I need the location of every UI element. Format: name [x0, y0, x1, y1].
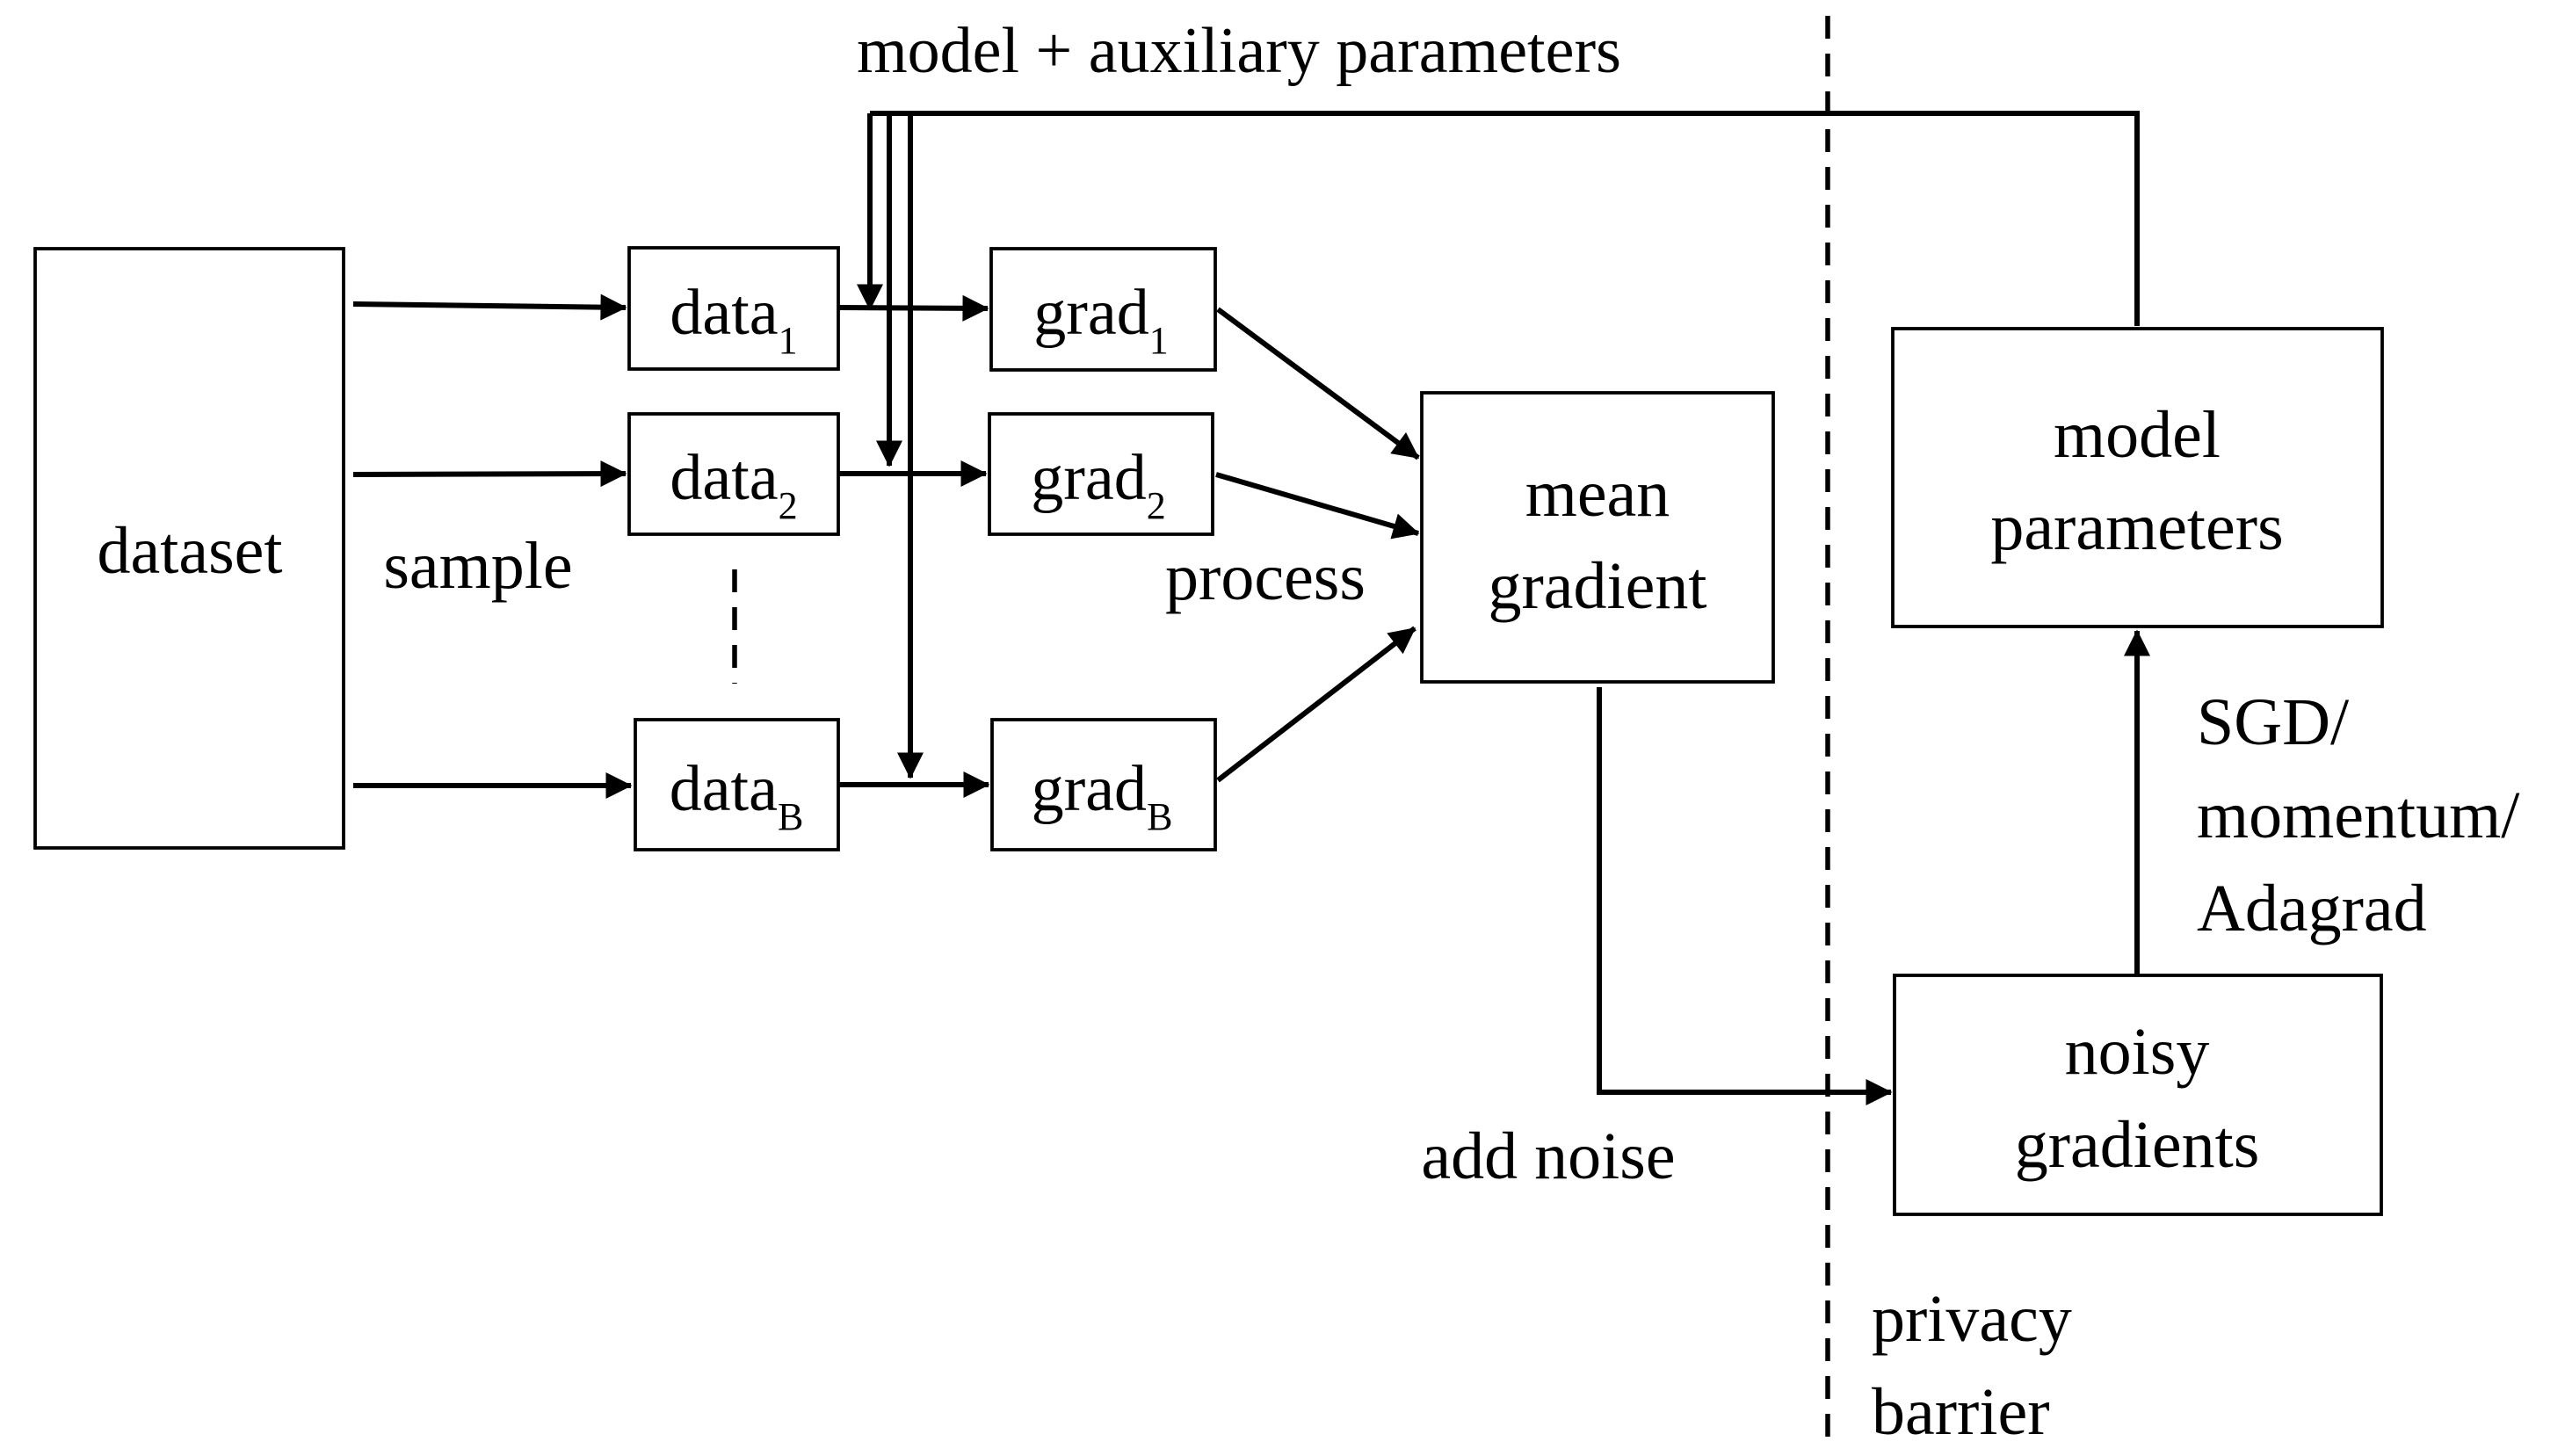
- grad-node-1-label: grad: [1033, 277, 1149, 349]
- sample-arrow-1: [352, 293, 627, 321]
- parameter-feed-line: [870, 111, 2140, 326]
- dataset-label: dataset: [97, 514, 282, 588]
- process-label: process: [1165, 540, 1366, 614]
- grad-node-2: grad2: [988, 412, 1214, 536]
- privacy-barrier-label-line2: barrier: [1872, 1375, 2050, 1449]
- svg-text:data2: data2: [670, 442, 797, 527]
- grad-to-mean-arrow-2: [1215, 472, 1420, 540]
- grad-node-2-label: grad: [1031, 442, 1147, 514]
- noisy-gradients-label-line2: gradients: [2015, 1108, 2260, 1182]
- add-noise-arrow: [1597, 687, 1893, 1105]
- model-parameters-label-line1: model: [2054, 398, 2221, 472]
- data-node-b: dataB: [634, 718, 840, 851]
- mean-gradient-node: mean gradient: [1420, 391, 1775, 684]
- data-node-2-subscript: 2: [779, 484, 798, 527]
- svg-text:data1: data1: [670, 277, 797, 362]
- optimizer-label-line2: momentum/: [2197, 779, 2520, 852]
- mean-gradient-label-line1: mean: [1525, 457, 1670, 531]
- mean-gradient-label-line2: gradient: [1488, 549, 1706, 623]
- add-noise-label: add noise: [1421, 1119, 1675, 1193]
- sample-label: sample: [383, 529, 572, 603]
- svg-text:grad1: grad1: [1033, 277, 1169, 362]
- optimizer-label-line1: SGD/: [2197, 685, 2350, 759]
- svg-text:grad2: grad2: [1031, 442, 1166, 527]
- data-node-1: data1: [627, 246, 840, 371]
- data-node-b-subscript: B: [778, 795, 803, 838]
- noisy-gradients-node: noisy gradients: [1893, 974, 2383, 1216]
- grad-node-1: grad1: [989, 247, 1217, 372]
- data-node-2: data2: [627, 412, 840, 536]
- svg-text:dataB: dataB: [670, 753, 804, 838]
- svg-text:gradB: gradB: [1032, 753, 1173, 838]
- optimizer-label-line3: Adagrad: [2197, 872, 2427, 945]
- model-parameters-node: model parameters: [1891, 327, 2384, 628]
- model-parameters-label-line2: parameters: [1990, 490, 2283, 564]
- dataset-node: dataset: [33, 247, 345, 850]
- data-node-1-label: data: [670, 277, 778, 349]
- grad-node-b: gradB: [990, 718, 1217, 851]
- grad-node-2-subscript: 2: [1147, 484, 1166, 527]
- grad-to-mean-arrow-1: [1216, 307, 1420, 460]
- data-node-2-label: data: [670, 442, 778, 514]
- grad-node-b-label: grad: [1032, 753, 1148, 825]
- top-label: model + auxiliary parameters: [857, 15, 1621, 87]
- privacy-barrier-label-line1: privacy: [1872, 1282, 2072, 1356]
- noisy-gradients-label-line1: noisy: [2065, 1015, 2210, 1089]
- data-node-1-subscript: 1: [779, 319, 798, 362]
- grad-node-1-subscript: 1: [1149, 319, 1169, 362]
- grad-node-b-subscript: B: [1147, 795, 1172, 838]
- data-node-b-label: data: [670, 753, 778, 825]
- grad-to-mean-arrow-b: [1216, 626, 1416, 783]
